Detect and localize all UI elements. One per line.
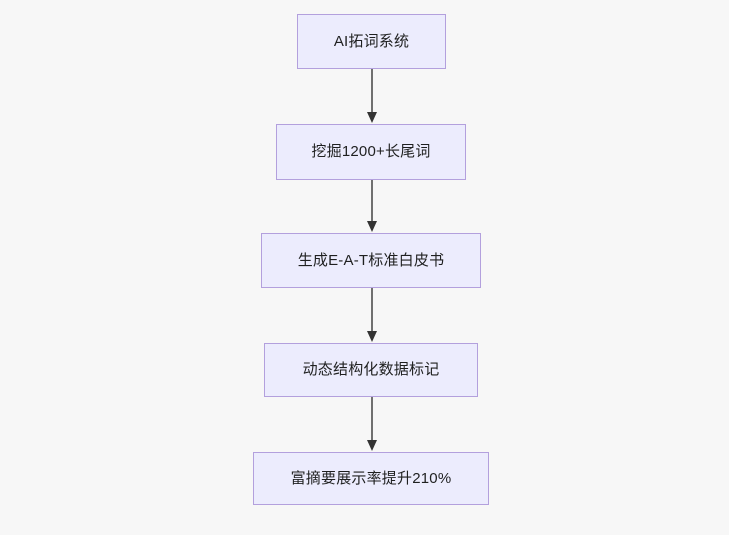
flow-node-label: 生成E-A-T标准白皮书	[297, 251, 445, 269]
flow-node-mine-longtail-keywords[interactable]: 挖掘1200+长尾词	[276, 124, 466, 180]
flow-node-label: 挖掘1200+长尾词	[311, 143, 431, 160]
flow-node-ai-keyword-system[interactable]: AI拓词系统	[297, 14, 446, 69]
flow-node-rich-snippet-impression-lift[interactable]: 富摘要展示率提升210%	[253, 452, 489, 505]
flow-arrow-3	[364, 288, 380, 343]
flow-arrow-1	[364, 69, 380, 124]
flow-arrow-2	[364, 180, 380, 233]
flow-node-generate-eat-whitepaper[interactable]: 生成E-A-T标准白皮书	[261, 233, 481, 288]
flow-arrow-4	[364, 397, 380, 452]
flow-node-dynamic-structured-data-markup[interactable]: 动态结构化数据标记	[264, 343, 478, 397]
flow-node-label: AI拓词系统	[333, 32, 410, 50]
flow-node-label: 动态结构化数据标记	[302, 361, 440, 378]
flow-node-label: 富摘要展示率提升210%	[290, 469, 452, 487]
